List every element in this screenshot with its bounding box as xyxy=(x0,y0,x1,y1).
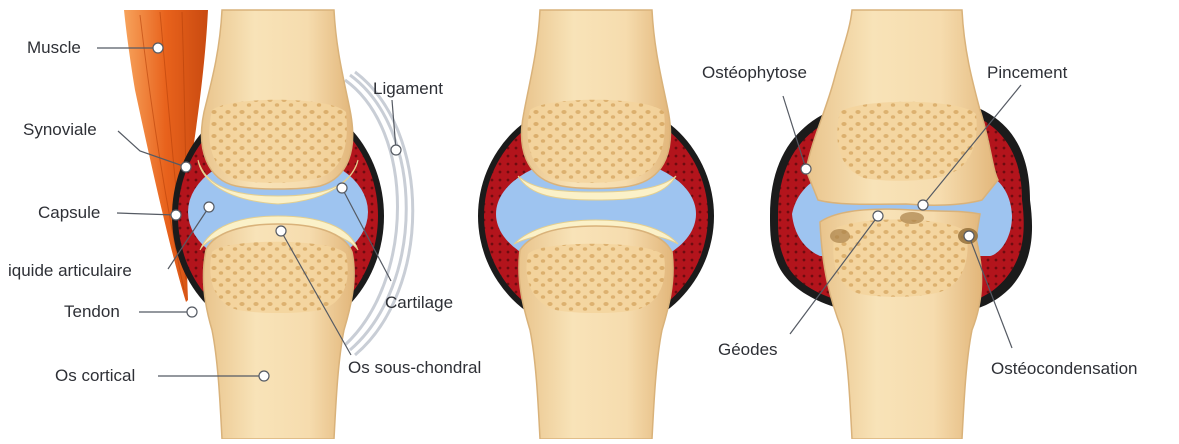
label-capsule: Capsule xyxy=(38,203,100,223)
label-liquide-articulaire: iquide articulaire xyxy=(8,261,132,281)
label-geodes: Géodes xyxy=(718,340,778,360)
label-ligament: Ligament xyxy=(373,79,443,99)
label-muscle: Muscle xyxy=(27,38,81,58)
label-synoviale: Synoviale xyxy=(23,120,97,140)
label-os-sous-chondral: Os sous-chondral xyxy=(348,358,481,378)
early-arthritis-joint xyxy=(478,10,714,439)
label-osteophytose: Ostéophytose xyxy=(702,63,807,83)
label-os-cortical: Os cortical xyxy=(55,366,135,386)
upper-spongy xyxy=(209,100,347,183)
label-tendon: Tendon xyxy=(64,302,120,322)
label-pincement: Pincement xyxy=(987,63,1067,83)
lower-spongy xyxy=(210,242,347,313)
label-cartilage: Cartilage xyxy=(385,293,453,313)
label-osteocondensation: Ostéocondensation xyxy=(991,359,1138,379)
